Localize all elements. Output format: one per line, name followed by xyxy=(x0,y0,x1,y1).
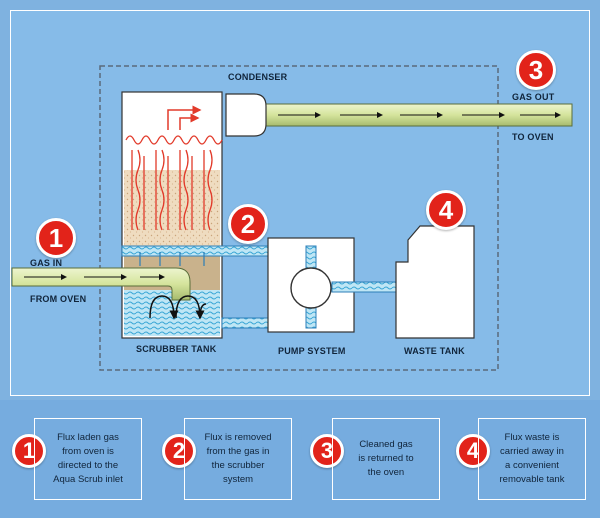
step-1-line-1: Flux laden gas xyxy=(57,432,119,443)
step-3-line-3: the oven xyxy=(367,467,405,478)
step-1-line-2: from oven is xyxy=(62,446,114,457)
step-2-badge: 2 xyxy=(162,434,196,468)
step-4-box: Flux waste is carried away in a convenie… xyxy=(478,418,586,500)
system-boundary xyxy=(99,65,499,371)
aqua-scrub-diagram xyxy=(11,65,573,371)
bubble-arcs xyxy=(149,295,207,320)
condenser-label: CONDENSER xyxy=(228,72,288,82)
gas-out-label: GAS OUT xyxy=(512,92,555,102)
pump-system-label: PUMP SYSTEM xyxy=(278,346,346,356)
step-1-badge: 1 xyxy=(12,434,46,468)
step-4-line-2: carried away in xyxy=(500,446,564,457)
step-3-line-2: is returned to xyxy=(358,453,414,464)
gas-in-label: GAS IN xyxy=(30,258,63,268)
scrubber-tank-label: SCRUBBER TANK xyxy=(136,344,217,354)
from-oven-label: FROM OVEN xyxy=(30,294,87,304)
step-1-box: Flux laden gas from oven is directed to … xyxy=(34,418,142,500)
step-3-line-1: Cleaned gas xyxy=(359,439,413,450)
step-2-line-3: the scrubber xyxy=(211,460,265,471)
step-3-badge: 3 xyxy=(310,434,344,468)
step-4-line-4: removable tank xyxy=(499,474,565,485)
step-2-box: Flux is removed from the gas in the scru… xyxy=(184,418,292,500)
gas-in-pipe xyxy=(11,267,191,301)
badge-3: 3 xyxy=(516,50,556,90)
water-drip-arrows xyxy=(139,252,205,266)
badge-1: 1 xyxy=(36,218,76,258)
step-1-line-4: Aqua Scrub inlet xyxy=(53,474,123,485)
to-oven-label: TO OVEN xyxy=(512,132,554,142)
badge-4: 4 xyxy=(426,190,466,230)
pump-rotor xyxy=(290,267,332,309)
step-4-line-1: Flux waste is xyxy=(504,432,560,443)
waste-tank xyxy=(395,225,475,339)
packing-media xyxy=(124,170,220,252)
step-4-line-3: a convenient xyxy=(505,460,559,471)
waste-tank-label: WASTE TANK xyxy=(404,346,465,356)
step-2-line-4: system xyxy=(222,474,254,485)
steps-panel xyxy=(0,400,600,518)
step-2-line-1: Flux is removed xyxy=(204,432,272,443)
step-4-badge: 4 xyxy=(456,434,490,468)
step-2-line-2: from the gas in xyxy=(206,446,270,457)
badge-2: 2 xyxy=(228,204,268,244)
step-1-line-3: directed to the xyxy=(57,460,119,471)
condenser-unit xyxy=(225,93,267,137)
step-3-box: Cleaned gas is returned to the oven xyxy=(332,418,440,500)
heat-coils xyxy=(125,135,223,231)
